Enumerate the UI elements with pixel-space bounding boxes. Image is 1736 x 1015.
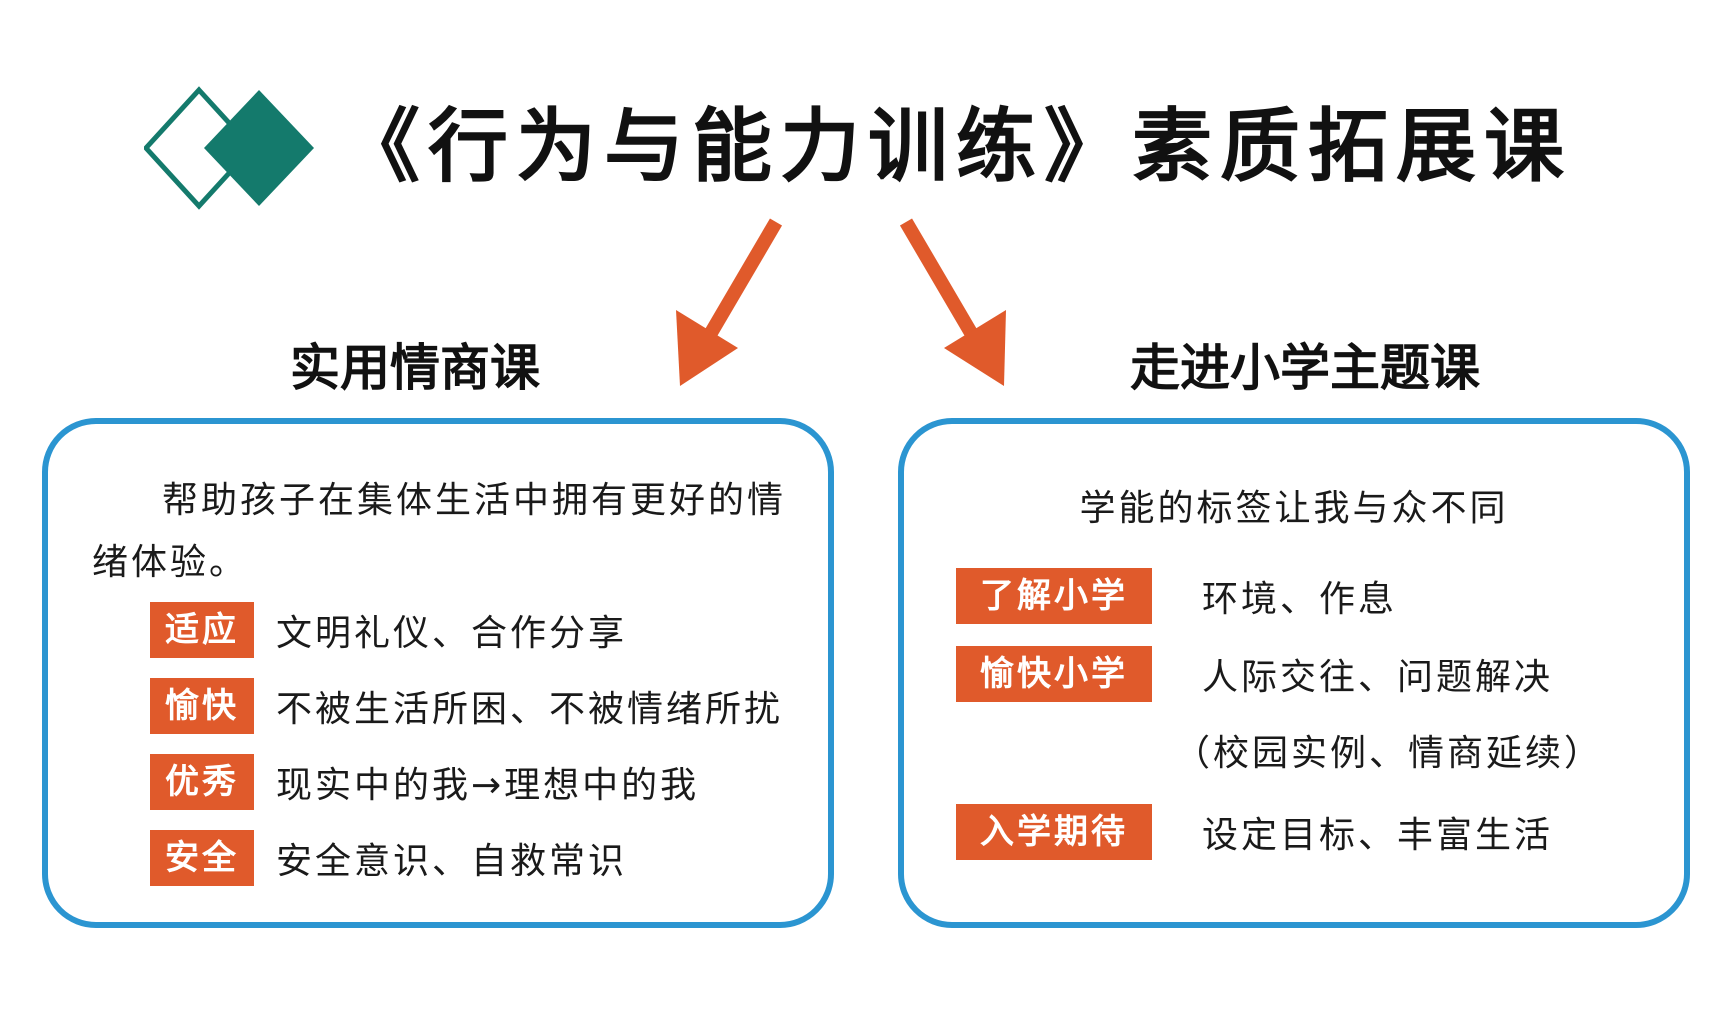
section-title-primary-school: 走进小学主题课: [1130, 339, 1480, 397]
item-description: 不被生活所困、不被情绪所扰: [276, 689, 784, 730]
item-description: 设定目标、丰富生活: [1202, 815, 1554, 856]
list-item: 愉快 不被生活所困、不被情绪所扰: [150, 678, 783, 734]
item-description: 安全意识、自救常识: [276, 841, 628, 882]
list-item: 愉快小学 人际交往、问题解决: [956, 646, 1553, 702]
list-item: 优秀 现实中的我→理想中的我: [150, 754, 699, 810]
item-description: 人际交往、问题解决: [1202, 657, 1554, 698]
panel-intro-text: 学能的标签让我与众不同: [1079, 488, 1509, 529]
panel-practical-eq: 帮助孩子在集体生活中拥有更好的情绪体验。 适应 文明礼仪、合作分享 愉快 不被生…: [42, 418, 834, 928]
tag-label: 安全: [150, 830, 254, 886]
tag-label: 愉快小学: [956, 646, 1152, 702]
list-item: 安全 安全意识、自救常识: [150, 830, 627, 886]
item-description: 环境、作息: [1202, 579, 1398, 620]
item-description: 文明礼仪、合作分享: [276, 613, 628, 654]
diamond-logo-icon: [144, 86, 314, 210]
item-description: 现实中的我→理想中的我: [276, 765, 700, 806]
list-item: 了解小学 环境、作息: [956, 568, 1397, 624]
tag-label: 优秀: [150, 754, 254, 810]
extra-note: （校园实例、情商延续）: [1174, 733, 1604, 774]
list-item: 入学期待 设定目标、丰富生活: [956, 804, 1553, 860]
tag-label: 适应: [150, 602, 254, 658]
panel-primary-school: 学能的标签让我与众不同 了解小学 环境、作息 愉快小学 人际交往、问题解决 （校…: [898, 418, 1690, 928]
tag-label: 愉快: [150, 678, 254, 734]
tag-label: 了解小学: [956, 568, 1152, 624]
section-title-practical-eq: 实用情商课: [290, 339, 540, 397]
tag-label: 入学期待: [956, 804, 1152, 860]
list-item: 适应 文明礼仪、合作分享: [150, 602, 627, 658]
main-title: 《行为与能力训练》素质拓展课: [340, 100, 1572, 193]
panel-intro-text: 帮助孩子在集体生活中拥有更好的情绪体验。: [92, 480, 787, 583]
arrow-left-icon: [676, 218, 783, 386]
arrow-right-icon: [899, 218, 1006, 386]
